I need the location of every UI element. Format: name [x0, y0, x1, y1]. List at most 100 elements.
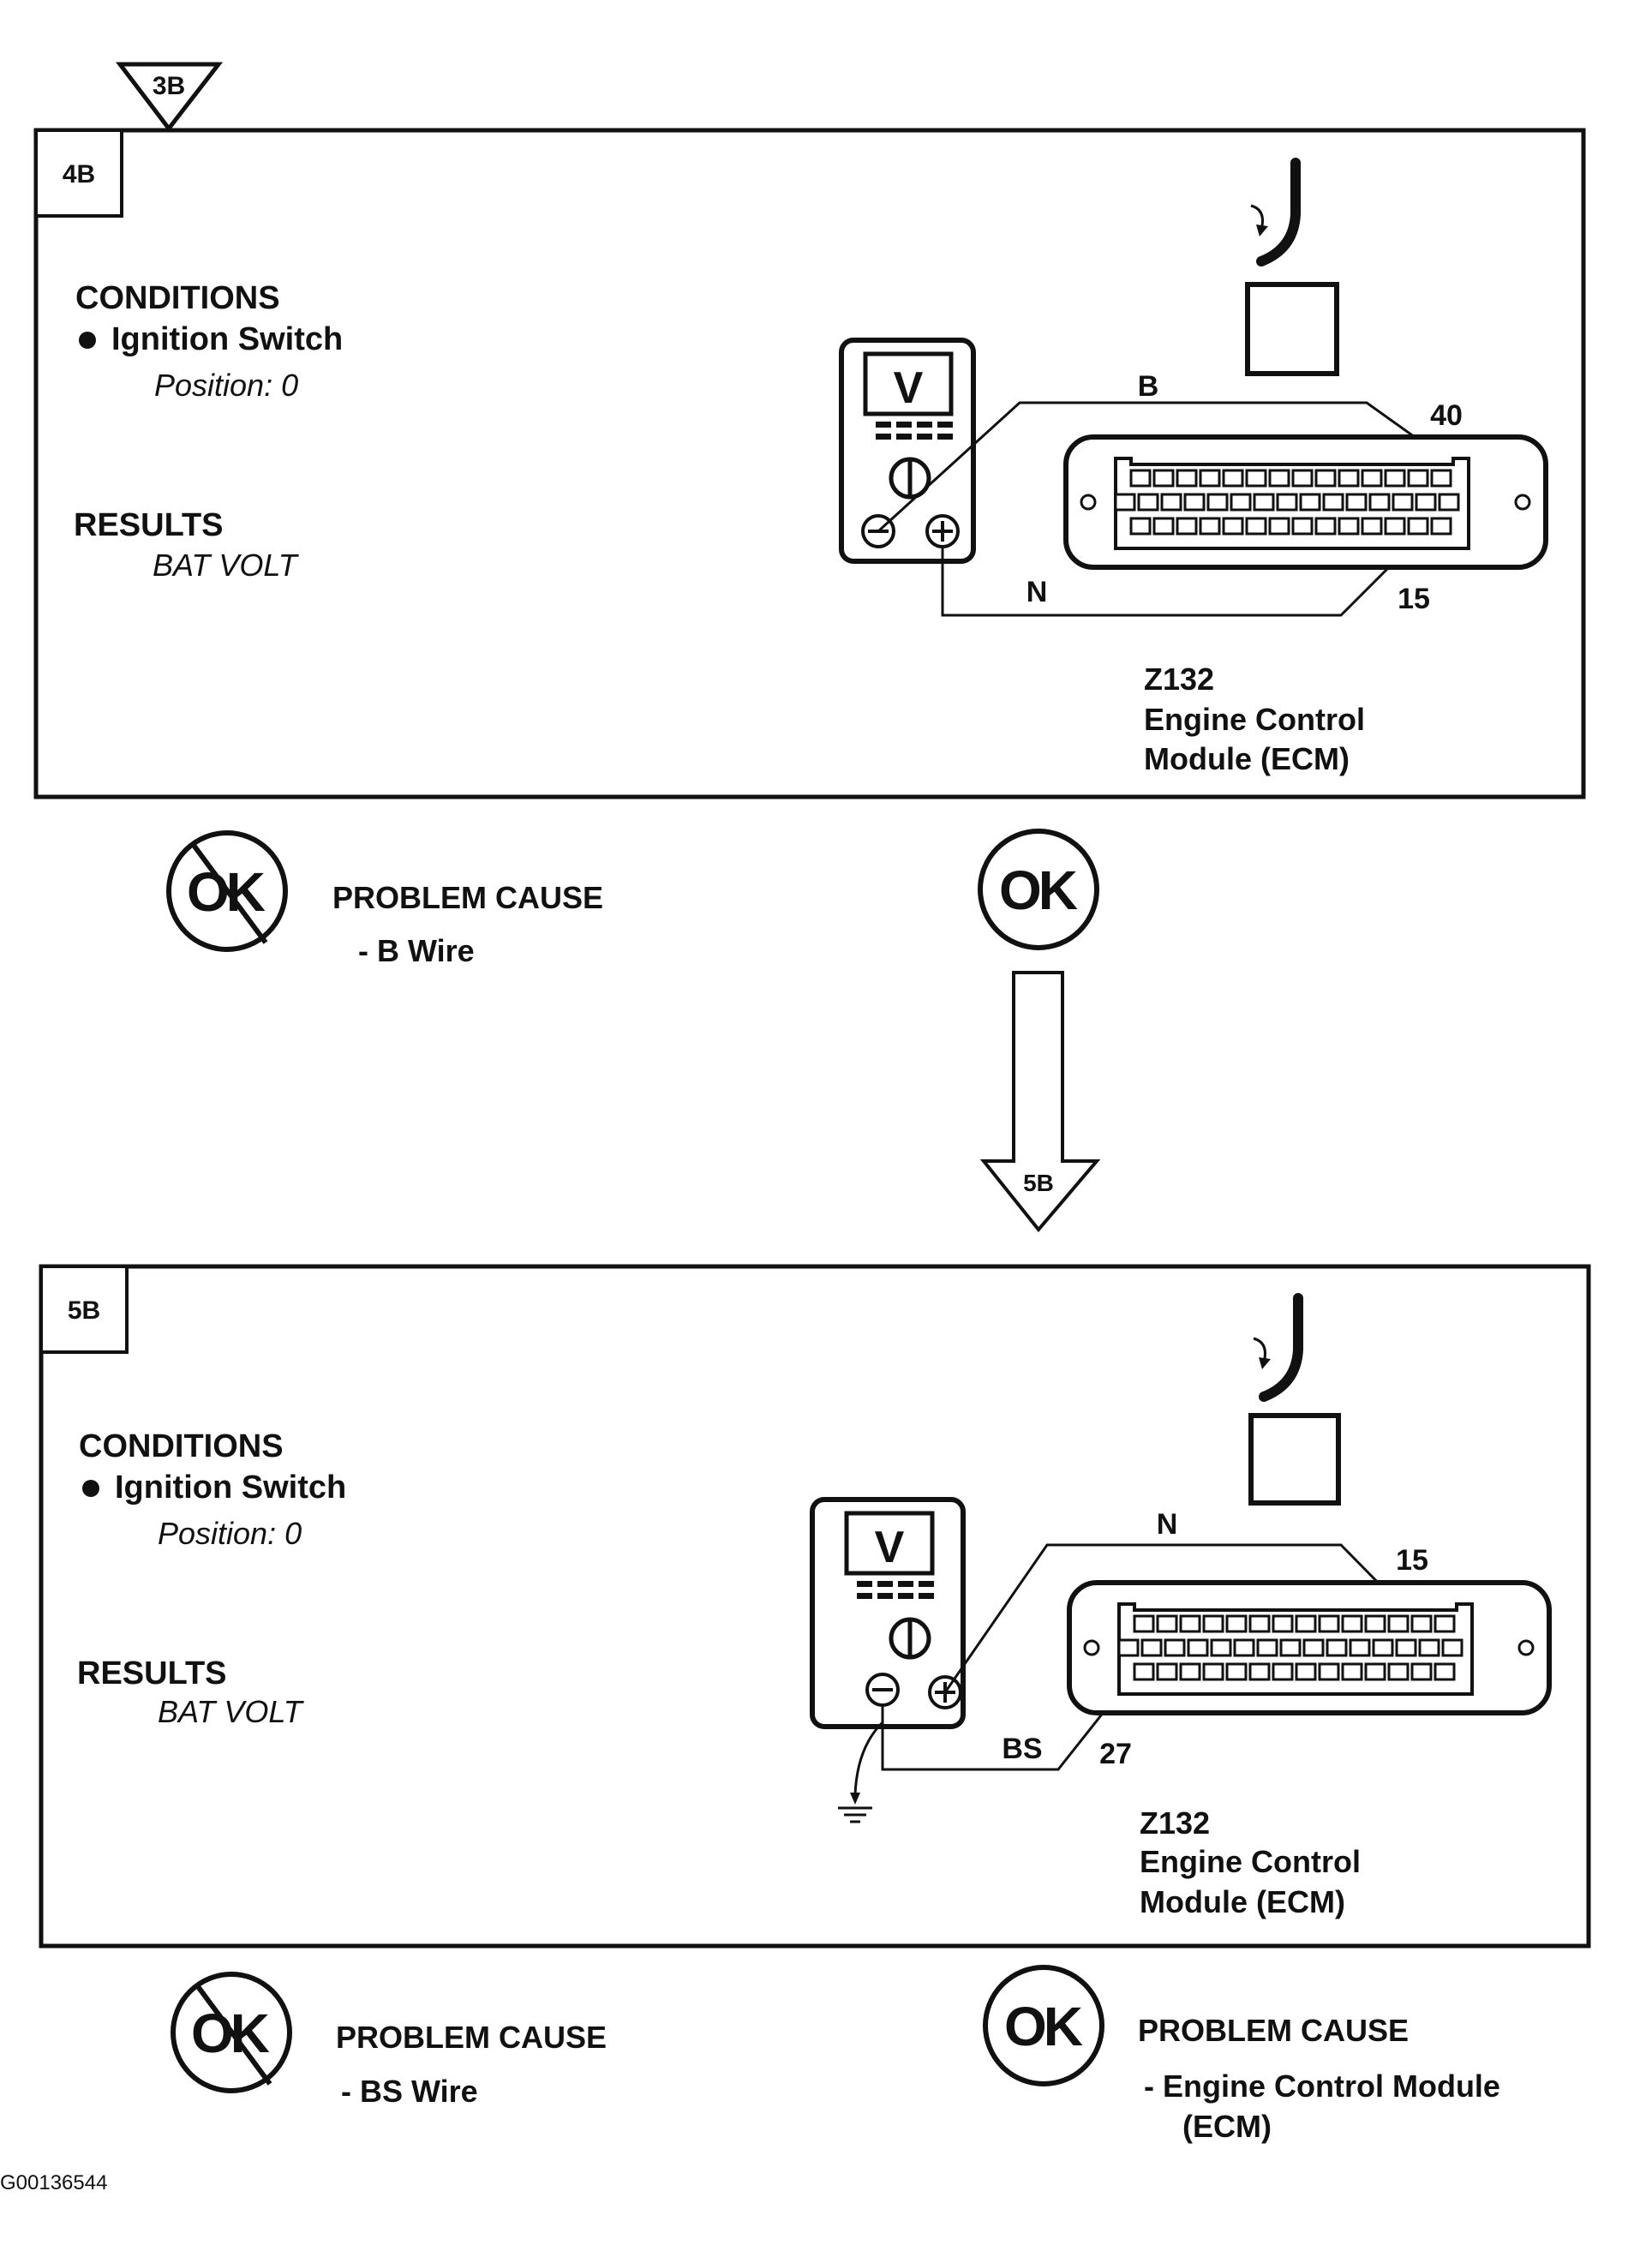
meter-label: V	[875, 1523, 905, 1572]
connector-pin	[1248, 1662, 1271, 1681]
connector-pin	[1133, 1662, 1155, 1681]
connector-pin	[1179, 1662, 1201, 1681]
connector-pin	[1418, 1638, 1440, 1657]
connector-pin	[1302, 1638, 1325, 1657]
ok-outcome-4b: OK	[978, 829, 1099, 950]
connector-pin	[1410, 1662, 1433, 1681]
connector-pin	[1268, 469, 1290, 488]
connector-pin	[1326, 1638, 1348, 1657]
pin-15-label: 15	[1396, 1544, 1428, 1577]
problem-cause-text: - Engine Control Module	[1144, 2068, 1500, 2104]
flow-arrow-to-5b: 5B	[979, 971, 1101, 1233]
wire-bs	[881, 1666, 1141, 1771]
connector-pin	[1338, 517, 1360, 536]
connector-pin	[1279, 1638, 1302, 1657]
module-name-line1: Engine Control	[1140, 1844, 1361, 1879]
voltmeter-icon: V	[810, 1497, 966, 1729]
connector-pin	[1291, 517, 1314, 536]
ignition-switch-icon	[1245, 282, 1339, 376]
conditions-title: CONDITIONS	[75, 280, 280, 316]
module-name-line1: Engine Control	[1144, 702, 1365, 737]
results-title: RESULTS	[74, 507, 224, 543]
connector-pin	[1438, 493, 1460, 512]
connector-pin	[1225, 1614, 1248, 1633]
connector-pin	[1314, 517, 1337, 536]
connector-pin	[1384, 469, 1406, 488]
step-panel-5b: 5B CONDITIONS Ignition Switch Position: …	[39, 1264, 1591, 1949]
entry-tag-3b: 3B	[115, 62, 224, 133]
connector-pin	[1430, 469, 1452, 488]
problem-cause-title: PROBLEM CAUSE	[332, 880, 603, 915]
connector-pin	[1364, 1614, 1386, 1633]
wire-b-label: B	[1138, 370, 1159, 403]
condition-position: Position: 0	[158, 1516, 302, 1551]
connector-pin	[1137, 493, 1159, 512]
step-id-label: 5B	[68, 1296, 100, 1325]
figure-id: G00136544	[0, 2171, 107, 2194]
entry-tag-label: 3B	[153, 72, 185, 100]
module-id: Z132	[1140, 1805, 1210, 1841]
connector-pin	[1318, 1662, 1340, 1681]
connector-pin	[1179, 1614, 1201, 1633]
ignition-key-icon	[1253, 1293, 1303, 1402]
connector-pin	[1434, 1662, 1456, 1681]
connector-pin	[1272, 1614, 1294, 1633]
module-name-line2: Module (ECM)	[1140, 1884, 1345, 1919]
problem-cause-text-line2: (ECM)	[1182, 2109, 1272, 2144]
connector-pin	[1407, 469, 1429, 488]
connector-pin	[1434, 1614, 1456, 1633]
connector-pin	[1430, 517, 1452, 536]
connector-pin	[1322, 493, 1344, 512]
connector-pin	[1387, 1662, 1410, 1681]
connector-pin	[1384, 517, 1406, 536]
connector-pin	[1361, 469, 1383, 488]
connector-pin	[1372, 1638, 1394, 1657]
pin-40-label: 40	[1430, 399, 1463, 432]
connector-pin	[1156, 1614, 1178, 1633]
connector-pin	[1392, 493, 1414, 512]
ecm-connector	[1063, 434, 1548, 570]
bullet-icon	[79, 332, 96, 349]
results-value: BAT VOLT	[158, 1694, 305, 1729]
wire-bs-label: BS	[1002, 1733, 1042, 1765]
connector-pin	[1341, 1662, 1363, 1681]
problem-cause-text: - B Wire	[358, 933, 475, 968]
connector-pin	[1129, 517, 1152, 536]
connector-pin	[1299, 493, 1321, 512]
connector-pin	[1410, 1614, 1433, 1633]
connector-pin	[1210, 1638, 1232, 1657]
wire-n-label: N	[1157, 1508, 1178, 1541]
connector-pin	[1133, 1614, 1155, 1633]
connector-pin	[1395, 1638, 1417, 1657]
connector-pin	[1295, 1614, 1317, 1633]
pin-27-label: 27	[1099, 1738, 1132, 1770]
voltmeter-icon: V	[839, 338, 976, 564]
connector-pin	[1415, 493, 1437, 512]
problem-cause-title: PROBLEM CAUSE	[1138, 2013, 1409, 2048]
connector-pin	[1233, 1638, 1255, 1657]
condition-item: Ignition Switch	[111, 321, 343, 357]
meter-label: V	[894, 363, 924, 413]
connector-pin	[1152, 517, 1175, 536]
connector-pin	[1345, 493, 1368, 512]
condition-item: Ignition Switch	[115, 1470, 346, 1506]
connector-pin	[1222, 469, 1244, 488]
connector-pin	[1160, 493, 1182, 512]
connector-pin	[1291, 469, 1314, 488]
connector-pin	[1364, 1662, 1386, 1681]
connector-pin	[1441, 1638, 1463, 1657]
not-ok-outcome-4b: OK	[166, 830, 288, 952]
connector-pin	[1199, 517, 1221, 536]
connector-pin	[1248, 1614, 1271, 1633]
connector-pin	[1164, 1638, 1186, 1657]
problem-cause-text: - BS Wire	[341, 2074, 478, 2109]
ignition-key-icon	[1250, 158, 1301, 266]
connector-pin	[1341, 1614, 1363, 1633]
connector-pin	[1276, 493, 1298, 512]
connector-pin	[1225, 1662, 1248, 1681]
connector-pin	[1338, 469, 1360, 488]
connector-pin	[1187, 1638, 1209, 1657]
connector-pin	[1368, 493, 1391, 512]
connector-pin	[1361, 517, 1383, 536]
